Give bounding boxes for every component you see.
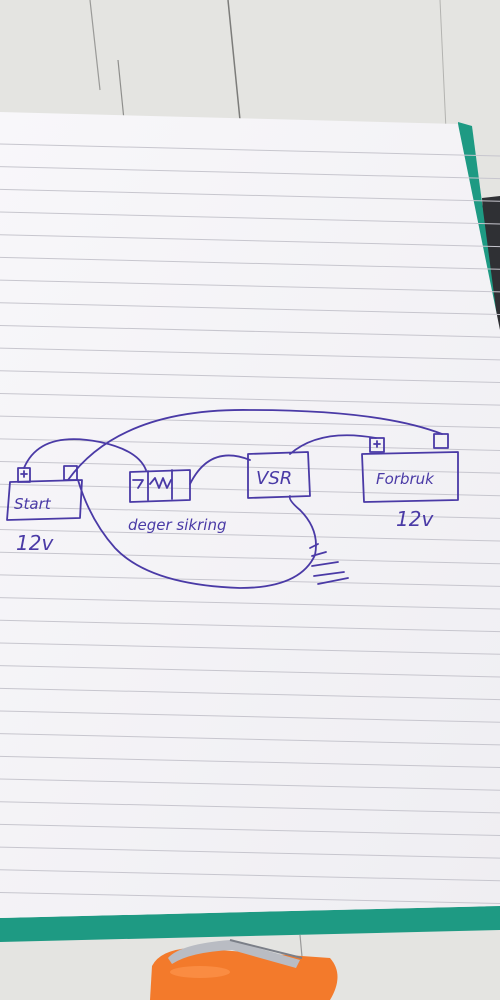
ruled-line (0, 461, 500, 474)
ruled-line (0, 392, 500, 406)
ruled-line (0, 234, 500, 248)
ruled-line (0, 710, 500, 723)
ruled-line (0, 801, 500, 814)
consumer-voltage-label: 12v (396, 507, 434, 531)
consumer-label: Forbruk (376, 470, 435, 488)
ruled-line (0, 846, 500, 859)
ruled-line (0, 642, 500, 655)
ruled-line (0, 687, 500, 701)
ruled-line (0, 619, 500, 633)
consumer-box (361, 451, 459, 503)
ruled-line (0, 733, 500, 746)
ruled-lines (0, 143, 500, 904)
ruled-line (0, 869, 500, 882)
ruled-line (0, 370, 500, 383)
fuse-label: deger sikring (128, 516, 226, 534)
consumer-positive-terminal-icon (369, 437, 385, 453)
ruled-line (0, 483, 500, 497)
fuse-element-icon (149, 477, 172, 489)
ruled-line (0, 891, 500, 904)
ruled-line (0, 143, 500, 157)
consumer-negative-terminal-icon (433, 433, 449, 449)
ruled-line (0, 665, 500, 678)
wire-vsr-to-consumer (289, 434, 377, 455)
ruled-line (0, 347, 500, 361)
wire-ground (77, 479, 317, 589)
ruled-line (0, 438, 500, 451)
start-battery-box (6, 479, 83, 521)
ruled-line (0, 755, 500, 769)
ruled-line (0, 551, 500, 565)
ruled-line (0, 778, 500, 791)
vsr-box (247, 451, 311, 499)
ruled-line (0, 188, 500, 202)
ruled-line (0, 574, 500, 587)
ruled-line (0, 256, 500, 270)
ruled-line (0, 279, 500, 293)
ruled-line (0, 324, 500, 338)
fuse-box (129, 469, 191, 503)
ground-symbol-icon (309, 543, 349, 585)
start-label: Start (14, 495, 52, 513)
wire-start-to-fuse (23, 438, 147, 471)
start-voltage-label: 12v (16, 531, 54, 555)
wire-top-negative (67, 409, 443, 481)
wire-fuse-to-vsr (189, 454, 251, 485)
ruled-line (0, 823, 500, 836)
start-negative-terminal-icon (63, 465, 78, 481)
ruled-line (0, 211, 500, 225)
ruled-line (0, 506, 500, 519)
vsr-label: VSR (256, 468, 292, 489)
ruled-line (0, 597, 500, 610)
pen-icon (150, 939, 338, 1000)
ruled-line (0, 302, 500, 316)
ruled-line (0, 529, 500, 542)
ruled-line (0, 166, 500, 180)
